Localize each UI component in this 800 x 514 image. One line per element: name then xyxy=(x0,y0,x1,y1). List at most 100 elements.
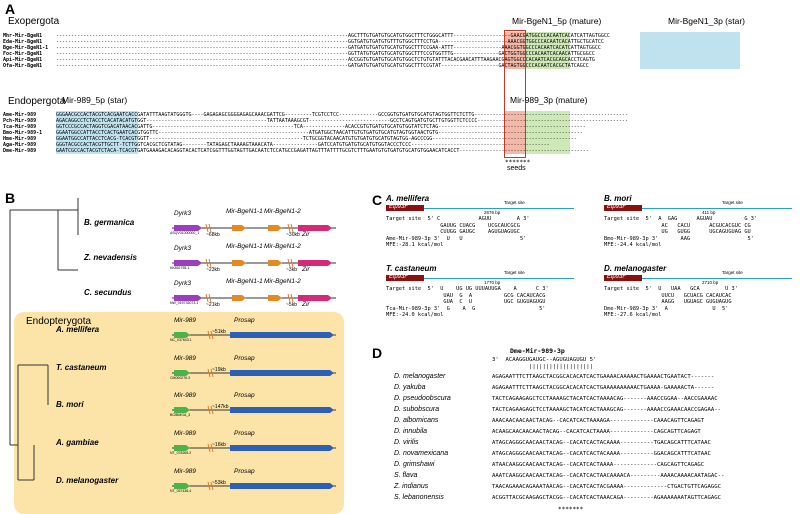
gene-label: Prosap xyxy=(234,317,255,324)
mir-bgen1-2-gene xyxy=(268,295,282,301)
prosap-gene xyxy=(230,445,334,451)
dyrk3-gene xyxy=(174,260,202,266)
distance-label: ~16kb xyxy=(212,442,226,448)
scaffold-label: NT_037436.4 xyxy=(170,489,192,493)
species-label: D. melanogaster xyxy=(56,476,119,485)
zir-gene xyxy=(298,225,332,231)
endopterygota-title: Endopergota xyxy=(8,96,66,107)
zir-gene xyxy=(298,295,332,301)
exo-row-sequence: ----------------------------------------… xyxy=(56,51,595,57)
axis-break-mark xyxy=(207,443,214,453)
mature-3p-highlight-red xyxy=(504,111,526,154)
exo-row-sequence: ----------------------------------------… xyxy=(56,63,589,69)
gene-label: Prosap xyxy=(234,430,255,437)
target-species-title: D. melanogaster xyxy=(604,264,667,273)
mirna-pairing: ||||||||||||||||||| xyxy=(492,364,594,370)
endo-row-name: Dme-Mir-989 xyxy=(3,148,37,154)
utr-line xyxy=(642,208,792,209)
species-label: Z. nevadensis xyxy=(84,253,137,262)
seed-marks: ******* xyxy=(505,159,531,166)
endo-row-name: Tca-Mir-989 xyxy=(3,124,37,130)
drosophilid-species: S. lebanonensis xyxy=(394,494,444,501)
phylogenetic-tree xyxy=(9,198,79,481)
mir-989-gene xyxy=(174,332,190,338)
mir-989-gene xyxy=(174,407,190,413)
axis-break-mark xyxy=(287,258,294,268)
duplex-line: UUCU GCUACG CACAUCAC xyxy=(604,292,732,299)
gene-label: Prosap xyxy=(234,355,255,362)
gene-label: Dyrk3 xyxy=(174,245,191,252)
distance-label: ~147kb xyxy=(212,404,229,410)
exo-row-sequence: ----------------------------------------… xyxy=(56,39,604,45)
mfe-value: MFE:-28.1 kcal/mol xyxy=(386,242,444,248)
panel-a-letter: A xyxy=(5,1,16,17)
exo-row-sequence: ----------------------------------------… xyxy=(56,57,595,63)
mature-5p-highlight-red xyxy=(504,32,526,69)
duplex-line: Bmo-Mir-989-3p 3' AAG 5' xyxy=(604,235,754,242)
mir-bgen1-1-gene xyxy=(232,260,246,266)
axis-break-mark xyxy=(207,481,214,491)
gene-label: Dyrk3 xyxy=(174,210,191,217)
endo-row-sequence: GGGTACGCCACTACGTTGCTT-TCTTGGTCACGCTCGTAT… xyxy=(56,142,550,148)
duplex-line: GUA C U UGC GUGUAGUGU xyxy=(386,299,546,305)
duplex-line: AAGG UGUAGC GUGUAGUG xyxy=(604,299,732,305)
elp93f-gene-bar xyxy=(604,275,642,281)
species-label: B. mori xyxy=(56,400,84,409)
drosophilid-species: D. yakuba xyxy=(394,384,426,391)
mir-bgen1-1-gene xyxy=(232,295,246,301)
exo-row-name: Api-Mir-BgeN1 xyxy=(3,57,43,63)
gene-label: Mir-989 xyxy=(174,430,196,437)
drosophilid-species: D. albomicans xyxy=(394,417,439,424)
gene-label: Zir xyxy=(302,266,310,273)
exo-row-sequence: ----------------------------------------… xyxy=(56,33,610,39)
target-site-position: 1770 bp xyxy=(484,280,501,285)
utr-line xyxy=(424,278,574,279)
species-label: C. secundus xyxy=(84,288,132,297)
scaffold-label: CM000276.3 xyxy=(170,376,191,380)
mature-5p-highlight-green xyxy=(526,32,570,69)
endo-row-sequence: GGGAACGCCACTACGTCACGAATCACCGATATTTAAGTAT… xyxy=(56,112,628,118)
target-site-position: 2676 bp xyxy=(484,210,501,215)
mature-3p-label: Mir-989_3p (mature) xyxy=(510,95,588,105)
distance-label: ~19kb xyxy=(212,367,226,373)
mfe-value: MFE:-27.6 kcal/mol xyxy=(604,312,662,318)
gene-label: Mir-BgeN1-1 xyxy=(226,243,263,250)
duplex-line: Target site 5' U UAA GCA U 3' xyxy=(604,286,738,292)
elp93f-gene-bar xyxy=(386,205,424,211)
drosophilid-species: D. innubila xyxy=(394,428,428,435)
scaffold-label: NC_037643.1 xyxy=(170,338,192,342)
drosophilid-species: D. subobscura xyxy=(394,406,440,413)
elp93f-gene-bar xyxy=(386,275,424,281)
prosap-gene xyxy=(230,407,334,413)
duplex-line: UAU G A GCG CACAUCACG xyxy=(386,292,546,299)
distance-label: ~21kb xyxy=(206,302,220,308)
mfe-value: MFE:-24.0 kcal/mol xyxy=(386,312,444,318)
prosap-gene xyxy=(230,483,334,489)
scaffold-label: NT_078265.2 xyxy=(170,451,192,455)
gene-label: Prosap xyxy=(234,392,255,399)
distance-label: ~3kb xyxy=(286,267,297,273)
utr-sequence: AGAGAATTTCTTAAGCTACGGCACACATCACTGAAAAAAA… xyxy=(492,385,715,391)
duplex-line: Ame-Mir-989-3p 3' U U 5' xyxy=(386,235,527,242)
dyrk3-gene xyxy=(174,295,202,301)
gene-label: Zir xyxy=(302,301,310,308)
panel-d: D Dme-Mir-989-3p 3' ACAAGGUGAUGC--AGUGUA… xyxy=(372,345,800,514)
endo-row-name: Bmo-Mir-989-1 xyxy=(3,130,43,136)
axis-break-mark xyxy=(287,223,294,233)
utr-line xyxy=(424,208,574,209)
target-site-position: 411 bp xyxy=(702,210,716,215)
synteny-diagram xyxy=(172,293,336,303)
prosap-gene xyxy=(230,370,334,376)
synteny-diagram xyxy=(172,258,336,268)
utr-sequence: TACTCAGAAGAGCTCCTAAAAGCTACATCACTAAAGCAG-… xyxy=(492,407,722,413)
exo-row-name: Bge-Mir-BgeN1-1 xyxy=(3,45,49,51)
duplex-line: GAUUG CUACG UCGCAUCGCG xyxy=(386,222,520,229)
mirna-sequence: 3' ACAAGGUGAUGC--AGUGUAGUGU 5' xyxy=(492,357,597,363)
endo-row-name: Hme-Mir-989 xyxy=(3,136,37,142)
synteny-diagram xyxy=(172,223,336,233)
star-5p-highlight xyxy=(56,111,138,154)
axis-break-mark xyxy=(207,330,214,340)
distance-label: ~5kb xyxy=(286,302,297,308)
